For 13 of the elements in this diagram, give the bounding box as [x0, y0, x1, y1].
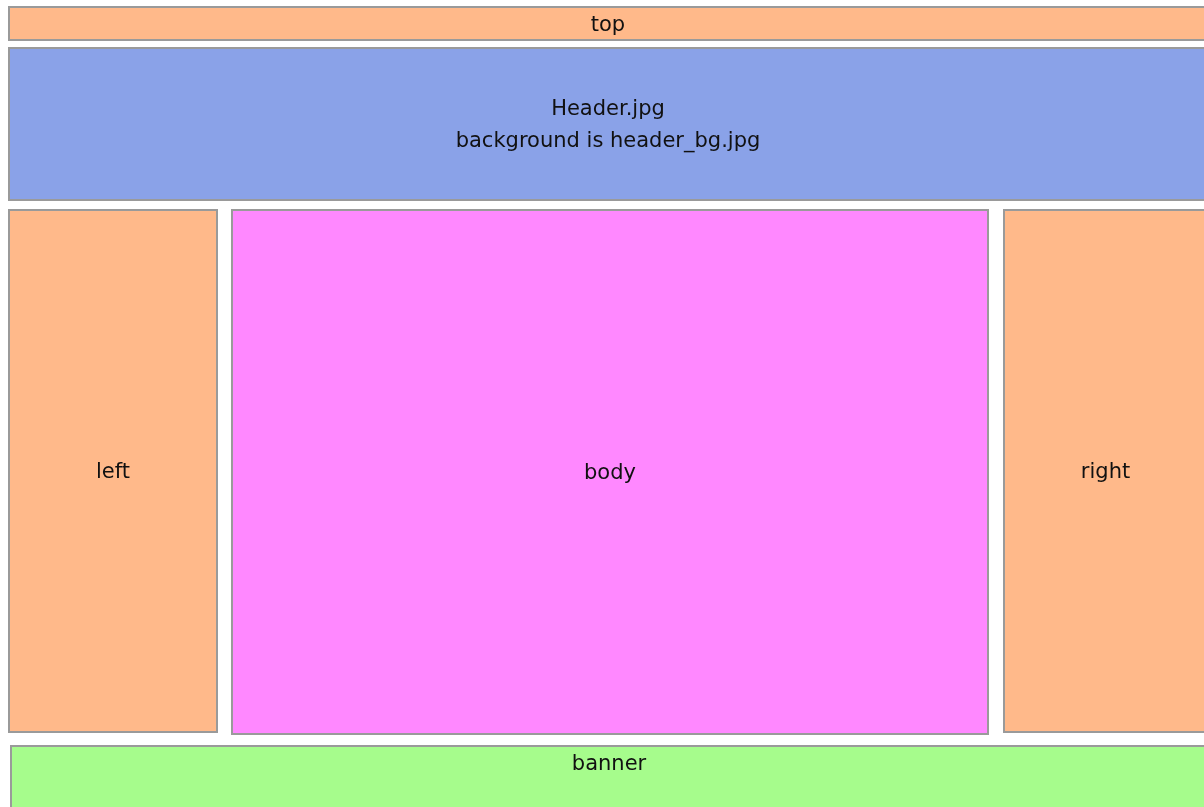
region-label: right	[1080, 458, 1131, 485]
region-label: left	[96, 458, 130, 485]
region-label: top	[590, 11, 626, 38]
region-label: background is header_bg.jpg	[455, 127, 761, 155]
layout-region	[231, 209, 989, 735]
layout-region	[8, 47, 1204, 201]
layout-region	[1003, 209, 1204, 733]
region-label: body	[584, 459, 636, 486]
layout-region	[8, 209, 218, 733]
region-label: banner	[571, 750, 647, 777]
layout-region	[10, 745, 1204, 807]
region-label: Header.jpg	[551, 95, 665, 122]
layout-region	[8, 6, 1204, 41]
